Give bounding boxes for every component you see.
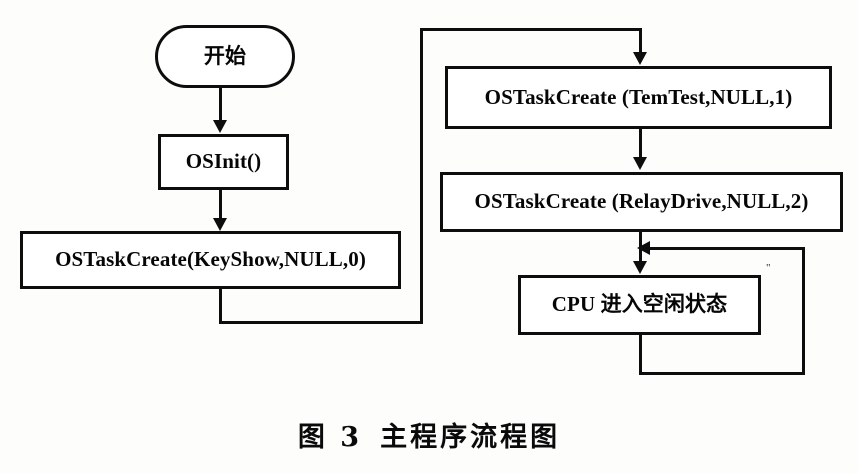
connector-keyshow-to-temtest-segment-drop [639,28,642,54]
connector-cpuidle-loop-segment-up [802,247,805,375]
figure-caption-number: 图 3 [297,422,363,453]
flow-node-temtest-label: OSTaskCreate (TemTest,NULL,1) [484,84,793,109]
flow-node-keyshow-label: OSTaskCreate(KeyShow,NULL,0) [55,247,366,272]
flow-node-cpu-idle-label: CPU 进入空闲状态 [551,292,728,317]
flow-node-start: 开始 [155,25,295,88]
figure-caption: 图 3 主程序流程图 [0,415,858,454]
flow-node-osinit: OSInit() [158,134,289,190]
connector-start-to-osinit [219,88,222,122]
arrowhead-down-icon [213,120,227,133]
flow-node-relaydrive: OSTaskCreate (RelayDrive,NULL,2) [440,172,843,232]
flow-node-relaydrive-label: OSTaskCreate (RelayDrive,NULL,2) [474,189,809,214]
flow-node-start-label: 开始 [203,43,247,68]
flow-node-temtest: OSTaskCreate (TemTest,NULL,1) [445,66,832,129]
arrowhead-down-icon [633,157,647,170]
flow-node-osinit-label: OSInit() [185,149,262,174]
connector-temtest-to-relaydrive [639,129,642,159]
arrowhead-down-icon [213,218,227,231]
arrowhead-left-icon [637,241,650,255]
connector-keyshow-to-temtest-segment-up [420,28,423,324]
connector-keyshow-to-temtest-segment-down [219,289,222,324]
figure-caption-title: 主程序流程图 [380,422,561,453]
connector-osinit-to-keyshow [219,190,222,220]
connector-cpuidle-loop-segment-down [639,335,642,375]
connector-keyshow-to-temtest-segment-right [219,321,423,324]
connector-keyshow-to-temtest-segment-top [420,28,642,31]
connector-cpuidle-loop-segment-back [645,247,805,250]
arrowhead-down-icon [633,52,647,65]
flow-node-keyshow: OSTaskCreate(KeyShow,NULL,0) [20,231,401,289]
connector-cpuidle-loop-segment-bottom [639,372,805,375]
scan-speck-mark: " [766,262,771,274]
arrowhead-down-icon [633,261,647,274]
flow-node-cpu-idle: CPU 进入空闲状态 [518,275,761,335]
